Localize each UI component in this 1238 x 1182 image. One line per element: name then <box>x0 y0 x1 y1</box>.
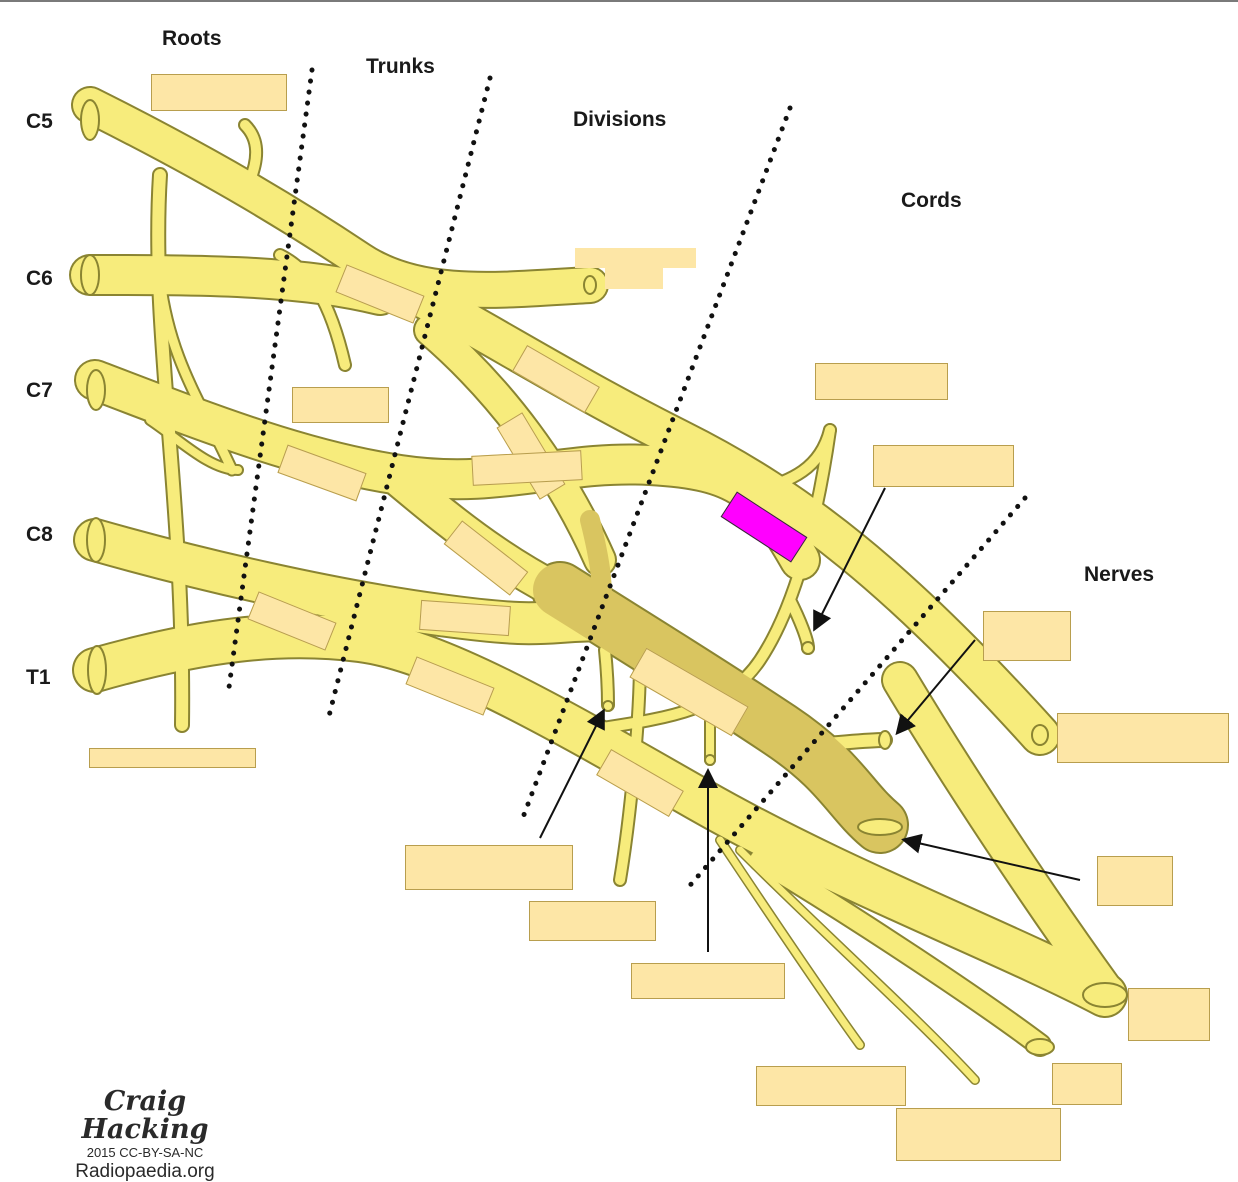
answer-box[interactable] <box>1057 713 1229 763</box>
answer-box[interactable] <box>873 445 1014 487</box>
answer-box[interactable] <box>815 363 948 400</box>
answer-box[interactable] <box>605 268 663 289</box>
pointer-arrows <box>539 487 1081 952</box>
answer-box[interactable] <box>419 599 511 637</box>
top-border-line <box>0 0 1238 2</box>
credit-block: Craig Hacking 2015 CC-BY-SA-NC Radiopaed… <box>50 1086 240 1182</box>
answer-box[interactable] <box>529 901 656 941</box>
answer-box[interactable] <box>756 1066 906 1106</box>
answer-box[interactable] <box>151 74 287 111</box>
cut-ends <box>80 99 1128 1056</box>
answer-box[interactable] <box>1052 1063 1122 1105</box>
credit-author: Craig Hacking <box>81 1086 209 1146</box>
root-label-c8: C8 <box>26 523 53 546</box>
root-label-t1: T1 <box>26 666 51 689</box>
heading-divisions: Divisions <box>573 108 667 131</box>
root-label-c6: C6 <box>26 267 53 290</box>
answer-box[interactable] <box>405 845 573 890</box>
posterior-cord-shading <box>533 510 907 852</box>
answer-box[interactable] <box>896 1108 1061 1161</box>
root-label-c7: C7 <box>26 379 53 402</box>
heading-roots: Roots <box>162 27 222 50</box>
answer-box[interactable] <box>983 611 1071 661</box>
answer-box[interactable] <box>1097 856 1173 906</box>
answer-box[interactable] <box>292 387 389 423</box>
heading-trunks: Trunks <box>366 55 435 78</box>
nerve-fills <box>71 88 1126 1084</box>
heading-cords: Cords <box>901 189 962 212</box>
heading-nerves: Nerves <box>1084 563 1155 586</box>
section-boundaries <box>225 67 1028 893</box>
answer-box[interactable] <box>631 963 785 999</box>
answer-box[interactable] <box>575 248 696 268</box>
answer-box[interactable] <box>471 450 583 486</box>
root-label-c5: C5 <box>26 110 53 133</box>
credit-license: 2015 CC-BY-SA-NC <box>86 1144 204 1160</box>
answer-box[interactable] <box>89 748 256 768</box>
credit-site: Radiopaedia.org <box>75 1161 215 1182</box>
answer-box[interactable] <box>1128 988 1210 1041</box>
